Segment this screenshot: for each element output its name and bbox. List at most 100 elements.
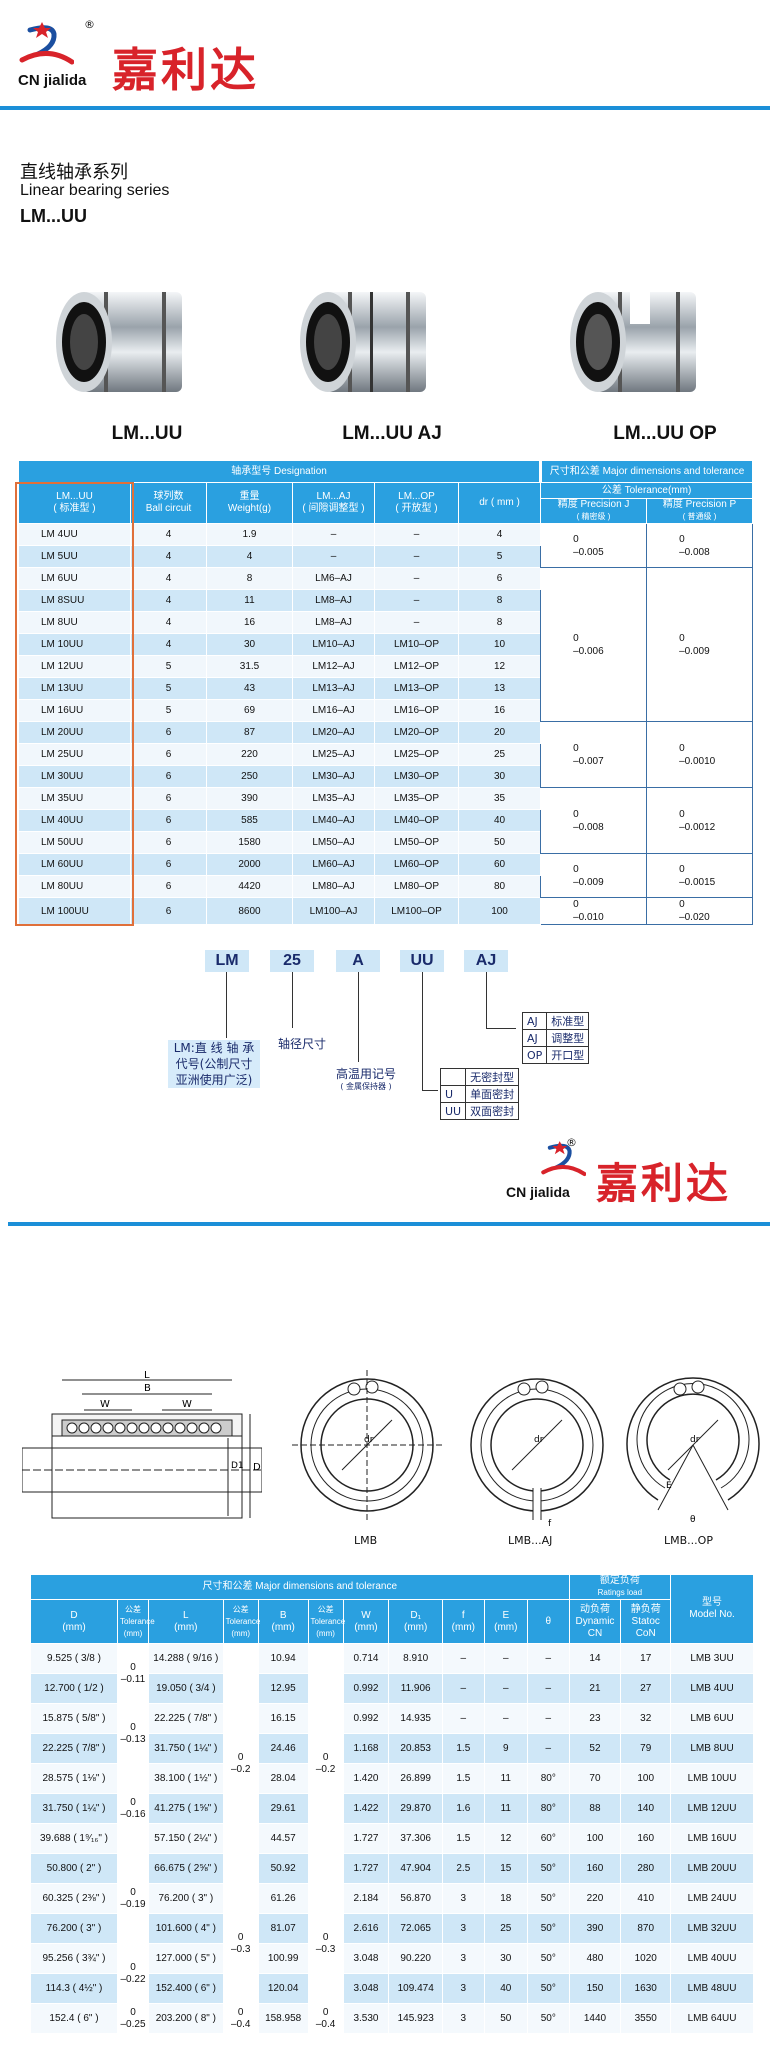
table-cell: – xyxy=(442,1643,485,1674)
table-cell: 0.992 xyxy=(342,1703,390,1734)
caption-lmb: LMB xyxy=(354,1534,378,1547)
tolerance-cell-j: 0–0.005 xyxy=(540,523,648,568)
tolerance-cell: 0–0.11 xyxy=(116,1643,150,1704)
table-cell: 6 xyxy=(130,875,207,898)
table-cell: 1630 xyxy=(620,1973,672,2004)
table-cell: 14.288 ( 9/16 ) xyxy=(148,1643,224,1674)
table-cell: 14 xyxy=(568,1643,622,1674)
table-cell: 160 xyxy=(568,1853,622,1884)
product-caption-lmuu-aj: LM...UU AJ xyxy=(342,423,442,444)
table-cell: 13 xyxy=(457,677,542,700)
product-caption-lmuu-op: LM...UU OP xyxy=(613,423,717,444)
brand-chinese-2: 嘉利达 xyxy=(596,1159,732,1208)
table-cell: 8.910 xyxy=(388,1643,444,1674)
svg-text:θ: θ xyxy=(690,1515,696,1525)
table-cell: LMB 6UU xyxy=(670,1703,754,1734)
table-cell: 6 xyxy=(130,743,207,766)
table-cell: 10.94 xyxy=(257,1643,309,1674)
table-cell: 100 xyxy=(568,1823,622,1854)
table-cell: LM20–AJ xyxy=(292,721,375,744)
table-cell: 4 xyxy=(130,633,207,656)
table-cell: 50° xyxy=(527,1853,570,1884)
code-part-aj: AJ xyxy=(464,950,508,972)
tolerance-cell: 0–0.3 xyxy=(307,1883,344,2004)
tolerance-cell-p: 0–0.0012 xyxy=(646,787,754,854)
header2-w: W(mm) xyxy=(342,1599,390,1644)
table-cell: 47.904 xyxy=(388,1853,444,1884)
table-cell: 2.616 xyxy=(342,1913,390,1944)
table-cell: 50 xyxy=(457,831,542,854)
table-cell: 18 xyxy=(483,1883,529,1914)
table-cell: LM 12UU xyxy=(18,655,131,678)
table-cell: 1.420 xyxy=(342,1763,390,1794)
table-cell: 390 xyxy=(568,1913,622,1944)
table-cell: LM13–AJ xyxy=(292,677,375,700)
code-desc-a: 高温用记号( 金属保持器 ) xyxy=(330,1066,402,1092)
svg-text:dr: dr xyxy=(690,1435,700,1445)
table-cell: – xyxy=(442,1703,485,1734)
table-cell: 19.050 ( 3/4 ) xyxy=(148,1673,224,1704)
table-cell: 29.61 xyxy=(257,1793,309,1824)
svg-text:D1: D1 xyxy=(231,1461,244,1471)
table-cell: 1440 xyxy=(568,2003,622,2034)
table-cell: – xyxy=(374,611,459,634)
table-cell: 1.422 xyxy=(342,1793,390,1824)
tolerance-cell: 0–0.2 xyxy=(222,1643,259,1884)
page-title-en: Linear bearing series xyxy=(20,182,170,199)
table-cell: 280 xyxy=(620,1853,672,1884)
tolerance-cell-j: 0–0.010 xyxy=(540,897,648,925)
table-cell: 2.5 xyxy=(442,1853,485,1884)
header2-major: 尺寸和公差 Major dimensions and tolerance xyxy=(30,1574,570,1600)
table-cell: 11 xyxy=(483,1793,529,1824)
tolerance-cell-j: 0–0.009 xyxy=(540,853,648,898)
product-image-lmuu-aj xyxy=(290,282,450,412)
table-cell: – xyxy=(527,1703,570,1734)
header-dr: dr ( mm ) xyxy=(457,482,542,524)
table-cell: 30 xyxy=(457,765,542,788)
table-cell: 3 xyxy=(442,1883,485,1914)
product-image-lmuu-op xyxy=(560,282,720,412)
table-cell: 76.200 ( 3" ) xyxy=(30,1913,118,1944)
table-cell: 52 xyxy=(568,1733,622,1764)
table-cell: 4 xyxy=(130,589,207,612)
table-cell: – xyxy=(527,1733,570,1764)
table-cell: 9.525 ( 3/8 ) xyxy=(30,1643,118,1674)
table-cell: 114.3 ( 4½" ) xyxy=(30,1973,118,2004)
table-cell: LM 8SUU xyxy=(18,589,131,612)
table-cell: LM 30UU xyxy=(18,765,131,788)
table-cell: LMB 24UU xyxy=(670,1883,754,1914)
tolerance-cell: 0–0.16 xyxy=(116,1763,150,1854)
table-cell: – xyxy=(527,1673,570,1704)
table-cell: LM 5UU xyxy=(18,545,131,568)
header2-b: B(mm) xyxy=(257,1599,309,1644)
table-cell: 152.400 ( 6" ) xyxy=(148,1973,224,2004)
table-cell: LM35–OP xyxy=(374,787,459,810)
table-cell: 150 xyxy=(568,1973,622,2004)
tolerance-cell-j: 0–0.007 xyxy=(540,721,648,788)
table-cell: 12.95 xyxy=(257,1673,309,1704)
table-cell: 250 xyxy=(206,765,293,788)
table-cell: 60 xyxy=(457,853,542,876)
table-cell: 32 xyxy=(620,1703,672,1734)
table-cell: 4 xyxy=(130,611,207,634)
table-cell: 21 xyxy=(568,1673,622,1704)
table-cell: LM30–AJ xyxy=(292,765,375,788)
table-cell: 50.92 xyxy=(257,1853,309,1884)
svg-text:dr: dr xyxy=(534,1435,544,1445)
table-cell: LM10–AJ xyxy=(292,633,375,656)
svg-text:E: E xyxy=(666,1481,672,1491)
